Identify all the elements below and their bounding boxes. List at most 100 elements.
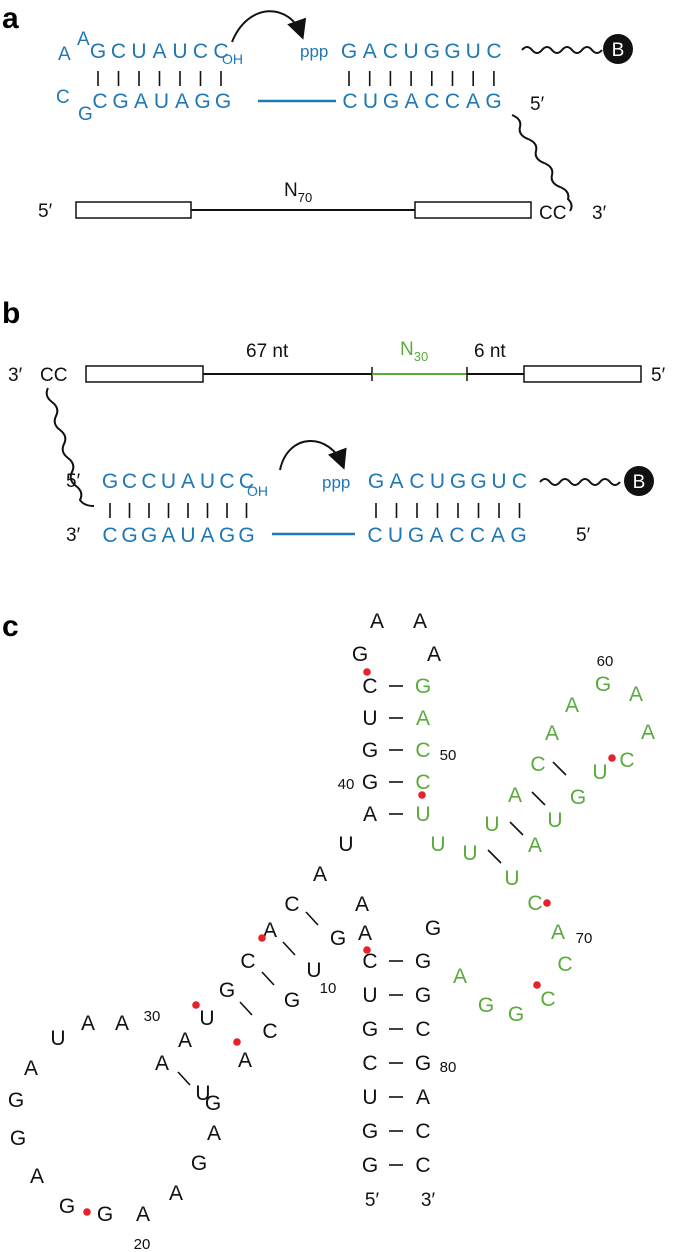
nucleotide: G xyxy=(10,1127,26,1150)
cc-label: CC xyxy=(40,365,67,386)
nucleotide: G xyxy=(141,524,157,547)
seg1-label: 67 nt xyxy=(246,341,289,362)
nucleotide: G xyxy=(368,470,384,493)
ligation-arrow xyxy=(231,10,307,43)
nucleotide: A xyxy=(491,524,505,547)
nucleotide: C xyxy=(527,892,542,915)
nucleotide: A xyxy=(629,683,643,706)
nucleotide: G xyxy=(90,40,106,63)
position-number: 60 xyxy=(597,653,614,670)
nt: A xyxy=(58,44,71,65)
nucleotide: G xyxy=(205,1092,221,1115)
nucleotide: C xyxy=(122,470,137,493)
nucleotide: U xyxy=(484,813,499,836)
nucleotide: G xyxy=(238,524,254,547)
nucleotide: G xyxy=(362,1154,378,1177)
nucleotide: C xyxy=(362,950,377,973)
left-end: 5′ xyxy=(38,201,53,222)
nucleotide: U xyxy=(362,984,377,1007)
nucleotide: A xyxy=(238,1049,252,1072)
nucleotide: U xyxy=(404,40,419,63)
seg2-label: 6 nt xyxy=(474,341,506,362)
nucleotide: U xyxy=(50,1027,65,1050)
nucleotide: A xyxy=(565,694,579,717)
five-prime-label: 5′ xyxy=(530,94,545,115)
nucleotide: A xyxy=(355,893,369,916)
nucleotide: G xyxy=(194,90,210,113)
nucleotide: C xyxy=(512,470,527,493)
position-number: 10 xyxy=(320,980,337,997)
nt: C xyxy=(56,87,70,108)
nucleotide: U xyxy=(547,809,562,832)
nucleotide: G xyxy=(362,739,378,762)
nucleotide: C xyxy=(284,893,299,916)
nucleotide: C xyxy=(141,470,156,493)
nucleotide: A xyxy=(169,1182,183,1205)
connector-squiggle xyxy=(511,114,573,212)
tether-squiggle xyxy=(521,46,603,54)
nucleotide: A xyxy=(81,1012,95,1035)
bottom-prefix: 3′ xyxy=(66,525,81,546)
insert-label: N30 xyxy=(400,339,428,364)
nucleotide: U xyxy=(430,470,445,493)
nucleotide: U xyxy=(180,524,195,547)
nucleotide: A xyxy=(161,524,175,547)
nucleotide: G xyxy=(362,1120,378,1143)
nucleotide: U xyxy=(362,1086,377,1109)
nucleotide: G xyxy=(362,1018,378,1041)
nucleotide: A xyxy=(363,803,377,826)
nucleotide: G xyxy=(97,1203,113,1226)
nucleotide: G xyxy=(415,950,431,973)
nucleotide: U xyxy=(172,40,187,63)
nucleotide: A xyxy=(427,643,441,666)
nucleotide: A xyxy=(155,1052,169,1075)
nucleotide: A xyxy=(24,1057,38,1080)
nucleotide: C xyxy=(219,470,234,493)
nucleotide: C xyxy=(409,470,424,493)
oh-label: OH xyxy=(222,51,243,67)
nucleotide: C xyxy=(415,1018,430,1041)
strand-ends: 5′3′ xyxy=(365,1190,436,1211)
primer-box-left xyxy=(75,201,192,219)
nucleotide: U xyxy=(504,867,519,890)
nucleotide: U xyxy=(491,470,506,493)
nucleotide: G xyxy=(121,524,137,547)
nucleotide: C xyxy=(92,90,107,113)
position-number: 70 xyxy=(576,930,593,947)
nucleotide: A xyxy=(389,470,403,493)
right-end: 5′ xyxy=(651,365,666,386)
nucleotide: A xyxy=(178,1029,192,1052)
nucleotide: A xyxy=(528,834,542,857)
nucleotide: C xyxy=(470,524,485,547)
nucleotide: U xyxy=(462,842,477,865)
nucleotide: A xyxy=(545,722,559,745)
nucleotide: A xyxy=(313,863,327,886)
bead-label: B xyxy=(633,472,646,493)
nucleotide: C xyxy=(530,753,545,776)
nucleotide: G xyxy=(330,927,346,950)
left-end: 3′ xyxy=(8,365,23,386)
nt: G xyxy=(78,104,93,125)
nucleotide: C xyxy=(213,40,228,63)
panel-a-label: a xyxy=(2,2,19,35)
nucleotide: G xyxy=(284,989,300,1012)
nucleotide: G xyxy=(112,90,128,113)
nucleotide: G xyxy=(415,1052,431,1075)
cc-label: CC xyxy=(539,203,566,224)
nucleotide: U xyxy=(195,1082,210,1105)
nucleotide: U xyxy=(154,90,169,113)
nucleotide: G xyxy=(8,1089,24,1112)
nucleotide: A xyxy=(358,922,372,945)
nucleotide: C xyxy=(362,1052,377,1075)
nucleotide: G xyxy=(595,673,611,696)
nucleotide: G xyxy=(415,675,431,698)
nucleotide: G xyxy=(341,40,357,63)
nucleotide: U xyxy=(415,803,430,826)
nucleotide: C xyxy=(449,524,464,547)
nucleotide: G xyxy=(408,524,424,547)
